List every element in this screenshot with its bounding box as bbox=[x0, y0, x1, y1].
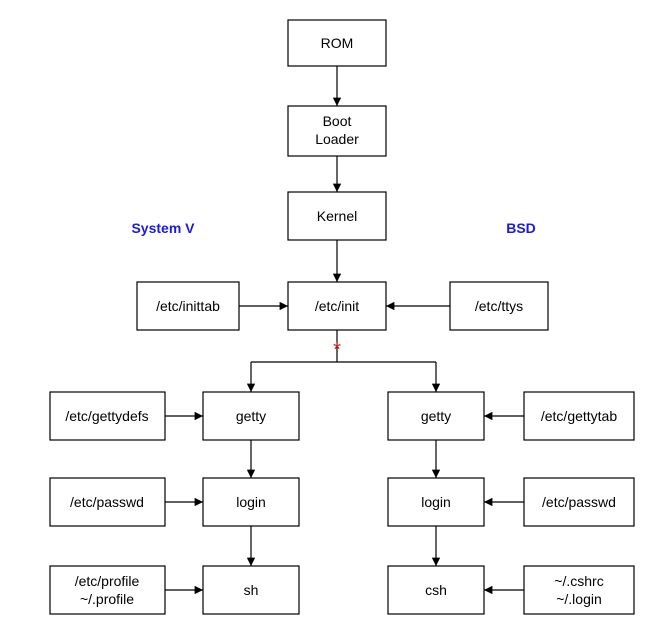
profile-label-line1: /etc/profile bbox=[75, 573, 140, 589]
sh-node: sh bbox=[202, 565, 300, 615]
passwd-sysv-node: /etc/passwd bbox=[49, 477, 166, 527]
login-bsd-label: login bbox=[421, 494, 451, 510]
login-bsd-node: login bbox=[387, 477, 485, 527]
kernel-label: Kernel bbox=[317, 208, 357, 224]
ttys-node: /etc/ttys bbox=[449, 281, 549, 331]
profile-node: /etc/profile ~/.profile bbox=[49, 565, 166, 615]
gettydefs-node: /etc/gettydefs bbox=[49, 391, 166, 441]
sh-label: sh bbox=[244, 582, 259, 598]
boot-loader-label-line2: Loader bbox=[315, 131, 359, 147]
ttys-label: /etc/ttys bbox=[475, 298, 523, 314]
bsd-heading: BSD bbox=[506, 220, 536, 236]
passwd-bsd-node: /etc/passwd bbox=[523, 477, 635, 527]
cshrc-label-line1: ~/.cshrc bbox=[554, 573, 603, 589]
boot-loader-node: Boot Loader bbox=[287, 105, 387, 157]
init-label: /etc/init bbox=[315, 298, 359, 314]
getty-sysv-node: getty bbox=[202, 391, 300, 441]
login-sysv-label: login bbox=[236, 494, 266, 510]
getty-bsd-node: getty bbox=[387, 391, 485, 441]
boot-loader-label-line1: Boot bbox=[323, 113, 352, 129]
fork-marker: * bbox=[333, 339, 341, 361]
inittab-label: /etc/inittab bbox=[156, 298, 220, 314]
passwd-sysv-label: /etc/passwd bbox=[70, 494, 144, 510]
gettytab-node: /etc/gettytab bbox=[523, 391, 635, 441]
cshrc-login-node: ~/.cshrc ~/.login bbox=[523, 565, 635, 615]
inittab-node: /etc/inittab bbox=[136, 281, 240, 331]
csh-node: csh bbox=[387, 565, 485, 615]
login-sysv-node: login bbox=[202, 477, 300, 527]
cshrc-label-line2: ~/.login bbox=[556, 591, 602, 607]
gettydefs-label: /etc/gettydefs bbox=[65, 408, 148, 424]
csh-label: csh bbox=[425, 582, 447, 598]
system-v-heading: System V bbox=[131, 220, 195, 236]
getty-bsd-label: getty bbox=[421, 408, 451, 424]
profile-label-line2: ~/.profile bbox=[80, 591, 134, 607]
rom-label: ROM bbox=[321, 35, 354, 51]
gettytab-label: /etc/gettytab bbox=[541, 408, 617, 424]
passwd-bsd-label: /etc/passwd bbox=[542, 494, 616, 510]
init-node: /etc/init bbox=[287, 281, 387, 331]
kernel-node: Kernel bbox=[287, 191, 387, 241]
getty-sysv-label: getty bbox=[236, 408, 266, 424]
rom-node: ROM bbox=[287, 19, 387, 67]
